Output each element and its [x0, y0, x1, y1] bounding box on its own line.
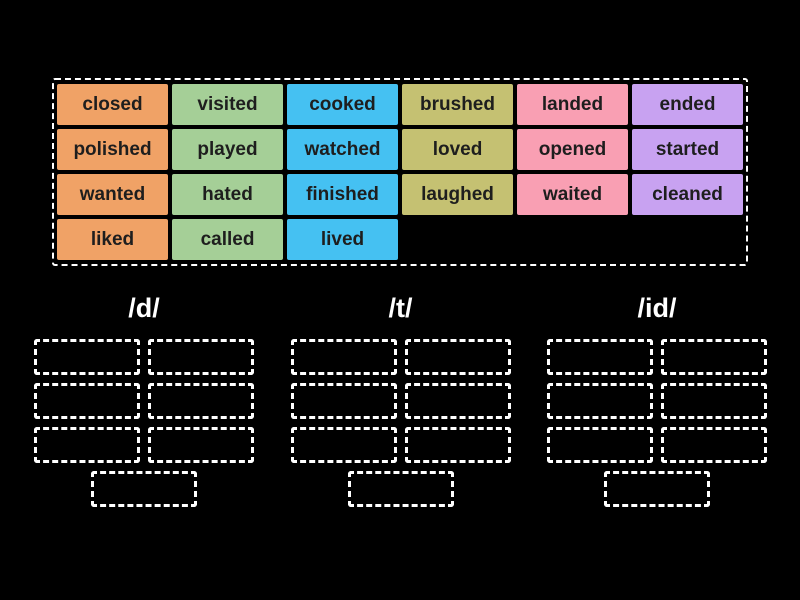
slot-grid	[34, 339, 254, 463]
word-tile[interactable]: started	[632, 129, 743, 170]
drop-slot[interactable]	[34, 383, 140, 419]
drop-slot[interactable]	[148, 427, 254, 463]
category-label: /t/	[388, 293, 413, 323]
drop-slot[interactable]	[290, 427, 397, 463]
drop-slot[interactable]	[661, 383, 767, 419]
slot-grid	[290, 339, 511, 463]
drop-slot[interactable]	[661, 339, 767, 375]
drop-slot[interactable]	[290, 383, 397, 419]
drop-slot[interactable]	[148, 383, 254, 419]
word-tile[interactable]: polished	[57, 129, 168, 170]
drop-slot[interactable]	[347, 471, 454, 507]
drop-slot[interactable]	[547, 427, 653, 463]
drop-slot[interactable]	[404, 383, 511, 419]
word-tile[interactable]: wanted	[57, 174, 168, 215]
word-tile[interactable]: waited	[517, 174, 628, 215]
word-tile[interactable]: finished	[287, 174, 398, 215]
slot-grid	[547, 339, 767, 463]
category-groups: /d/ /t/ /id/	[34, 292, 767, 507]
drop-slot[interactable]	[604, 471, 710, 507]
drop-slot[interactable]	[404, 339, 511, 375]
word-tile[interactable]: closed	[57, 84, 168, 125]
word-tile[interactable]: liked	[57, 219, 168, 260]
drop-slot[interactable]	[91, 471, 197, 507]
category-group-id: /id/	[547, 292, 767, 507]
word-tile[interactable]: ended	[632, 84, 743, 125]
drop-slot[interactable]	[661, 427, 767, 463]
word-tile[interactable]: called	[172, 219, 283, 260]
drop-slot[interactable]	[547, 383, 653, 419]
word-tile[interactable]: watched	[287, 129, 398, 170]
drop-slot[interactable]	[148, 339, 254, 375]
word-tile[interactable]: played	[172, 129, 283, 170]
category-label: /id/	[637, 293, 677, 323]
drop-slot[interactable]	[290, 339, 397, 375]
category-group-t: /t/	[290, 292, 511, 507]
word-tile[interactable]: brushed	[402, 84, 513, 125]
drop-slot[interactable]	[34, 427, 140, 463]
drop-slot[interactable]	[34, 339, 140, 375]
word-tile[interactable]: cleaned	[632, 174, 743, 215]
drop-slot[interactable]	[547, 339, 653, 375]
word-tile[interactable]: cooked	[287, 84, 398, 125]
word-tile[interactable]: loved	[402, 129, 513, 170]
word-tile[interactable]: landed	[517, 84, 628, 125]
word-tile[interactable]: opened	[517, 129, 628, 170]
word-tile[interactable]: laughed	[402, 174, 513, 215]
word-tile[interactable]: visited	[172, 84, 283, 125]
category-label: /d/	[128, 293, 160, 323]
drop-slot[interactable]	[404, 427, 511, 463]
word-tile[interactable]: lived	[287, 219, 398, 260]
category-group-d: /d/	[34, 292, 254, 507]
word-tile[interactable]: hated	[172, 174, 283, 215]
